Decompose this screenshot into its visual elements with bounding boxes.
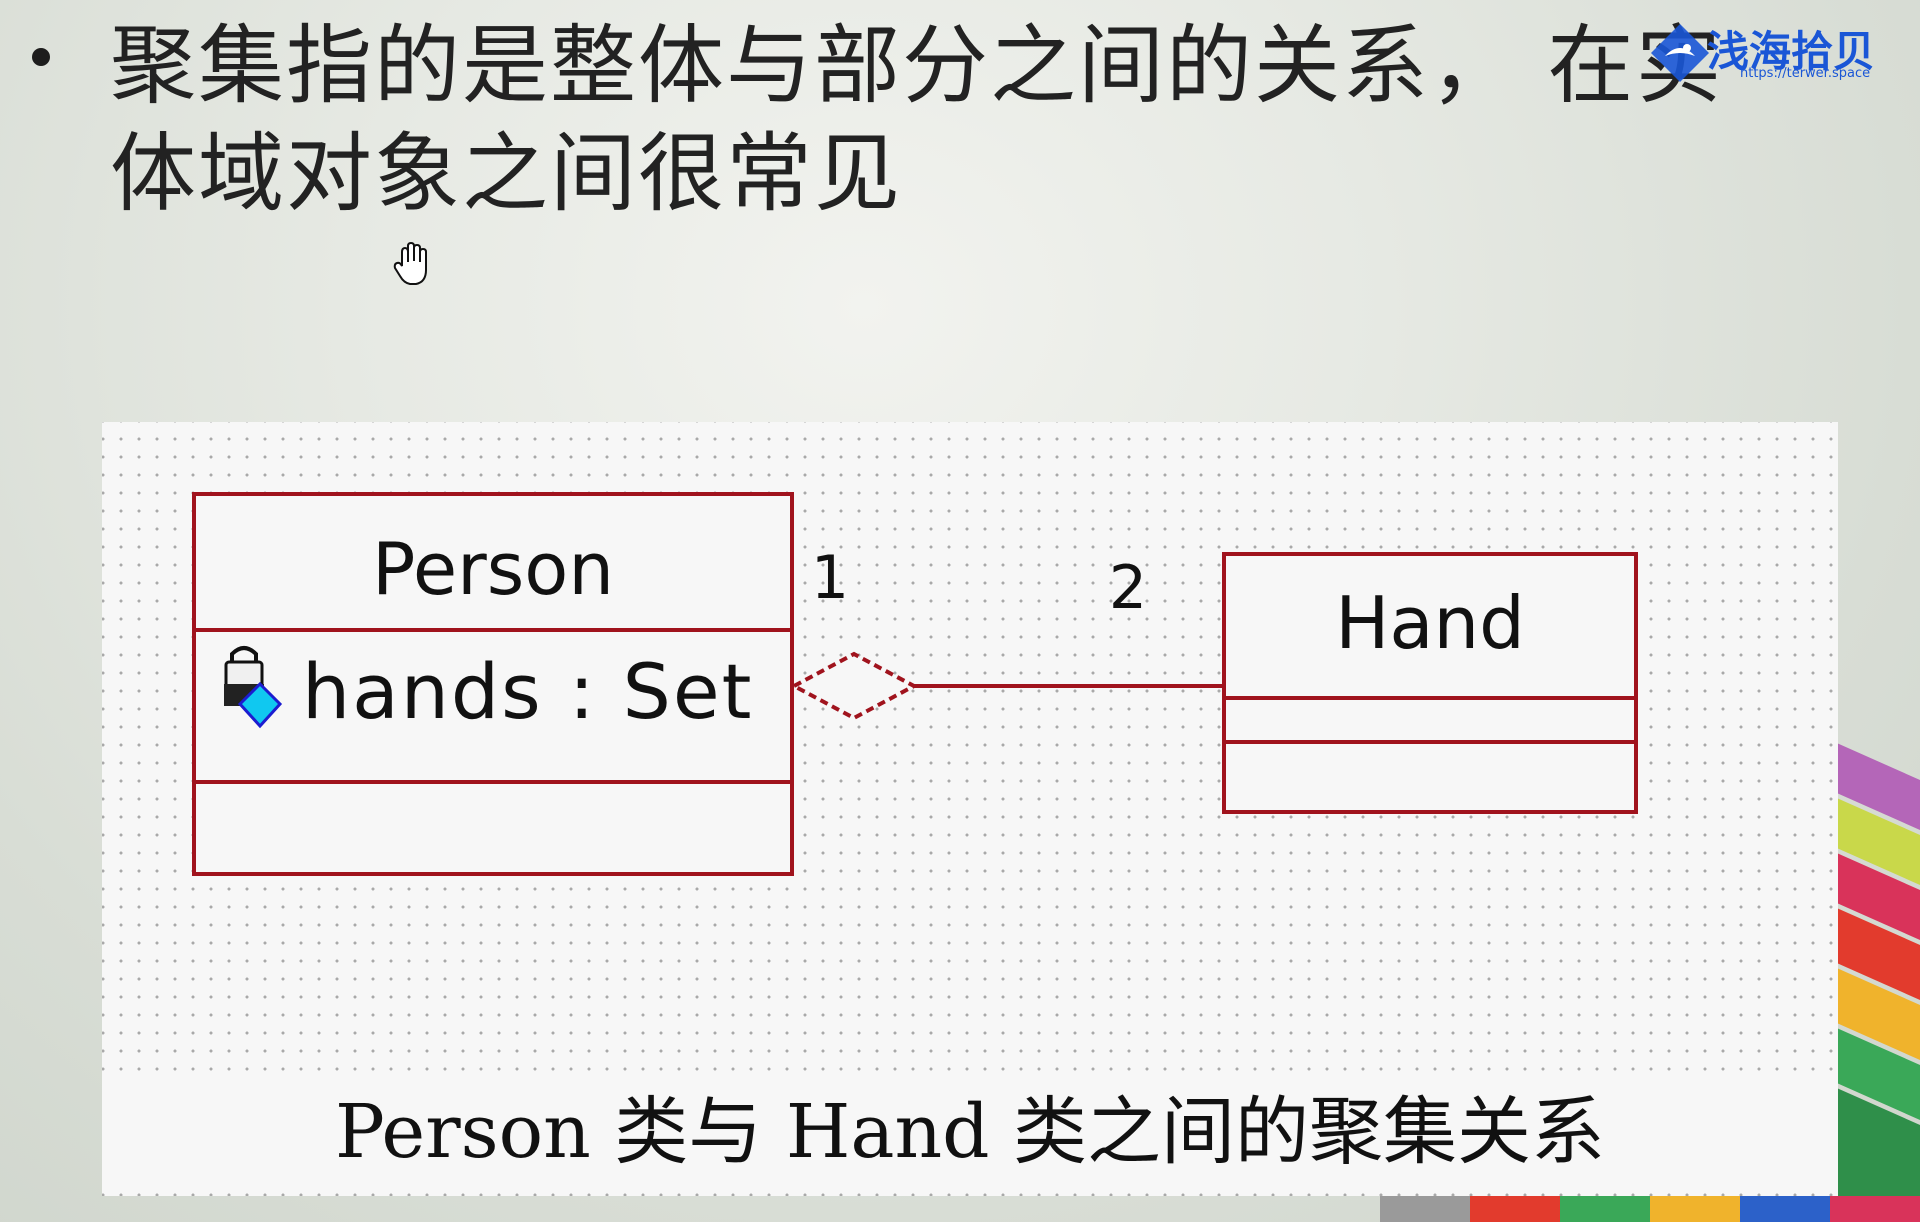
bullet-line-1: 聚集指的是整体与部分之间的关系， 在实	[110, 16, 1724, 116]
multiplicity-hand: 2	[1109, 553, 1147, 623]
hand-cursor-icon	[393, 241, 427, 285]
bullet-text: 聚集指的是整体与部分之间的关系， 在实 体域对象之间很常见	[110, 12, 1790, 228]
diagram-caption: Person 类与 Hand 类之间的聚集关系	[102, 1072, 1838, 1179]
uml-diagram: Person Hand hands : Set 1 2	[192, 492, 1638, 876]
person-class-box[interactable]	[192, 492, 794, 876]
colored-pencils-decoration	[1830, 740, 1920, 1222]
person-attribute: hands : Set	[302, 647, 753, 736]
hand-class-box[interactable]	[1222, 552, 1638, 814]
multiplicity-person: 1	[811, 543, 849, 613]
pencils-bottom-decoration	[1380, 1196, 1920, 1222]
private-attribute-lock-icon	[224, 646, 283, 729]
aggregation-diamond-icon	[789, 651, 919, 721]
bullet-line-2: 体域对象之间很常见	[110, 124, 902, 224]
uml-diagram-panel: Person Hand hands : Set 1 2 Person 类与 Ha…	[102, 422, 1838, 1196]
bullet-point	[32, 48, 50, 66]
logo-icon	[1651, 24, 1709, 82]
logo-name: 浅海拾贝	[1707, 27, 1876, 76]
hand-class-name: Hand	[1335, 581, 1525, 665]
watermark-logo: 浅海拾贝 https://terwer.space	[1645, 18, 1905, 88]
person-class-name: Person	[372, 527, 614, 611]
logo-url: https://terwer.space	[1740, 66, 1871, 81]
